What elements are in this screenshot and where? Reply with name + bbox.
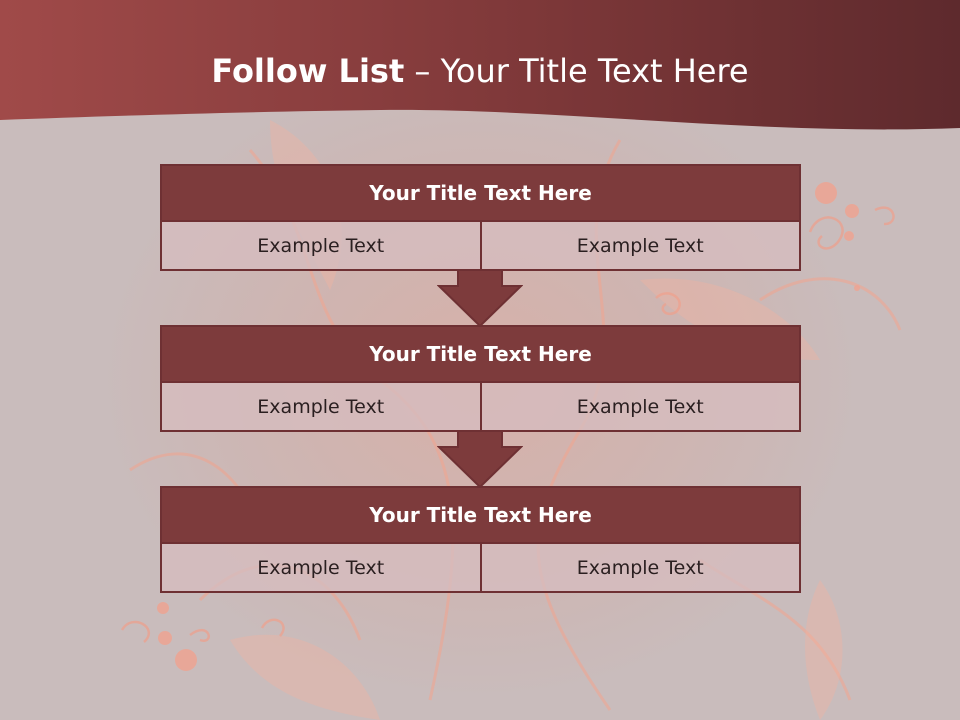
step-cells: Example Text Example Text [162,383,799,430]
slide-title-rest: – Your Title Text Here [404,52,749,90]
step-cell-right: Example Text [479,383,799,430]
step-cell-right: Example Text [479,544,799,591]
step-cell-left: Example Text [162,222,480,269]
step-cells: Example Text Example Text [162,222,799,269]
step-cell-right: Example Text [479,222,799,269]
step-cell-left: Example Text [162,383,480,430]
slide-title: Follow List – Your Title Text Here [0,52,960,90]
step-cell-left: Example Text [162,544,480,591]
step-box-1: Your Title Text Here Example Text Exampl… [160,164,801,271]
step-title: Your Title Text Here [162,327,799,383]
step-box-3: Your Title Text Here Example Text Exampl… [160,486,801,593]
step-box-2: Your Title Text Here Example Text Exampl… [160,325,801,432]
slide-title-bold: Follow List [211,52,405,90]
step-title: Your Title Text Here [162,166,799,222]
header-banner [0,0,960,130]
step-cells: Example Text Example Text [162,544,799,591]
down-arrow-icon [437,270,523,328]
down-arrow-icon [437,431,523,489]
step-title: Your Title Text Here [162,488,799,544]
